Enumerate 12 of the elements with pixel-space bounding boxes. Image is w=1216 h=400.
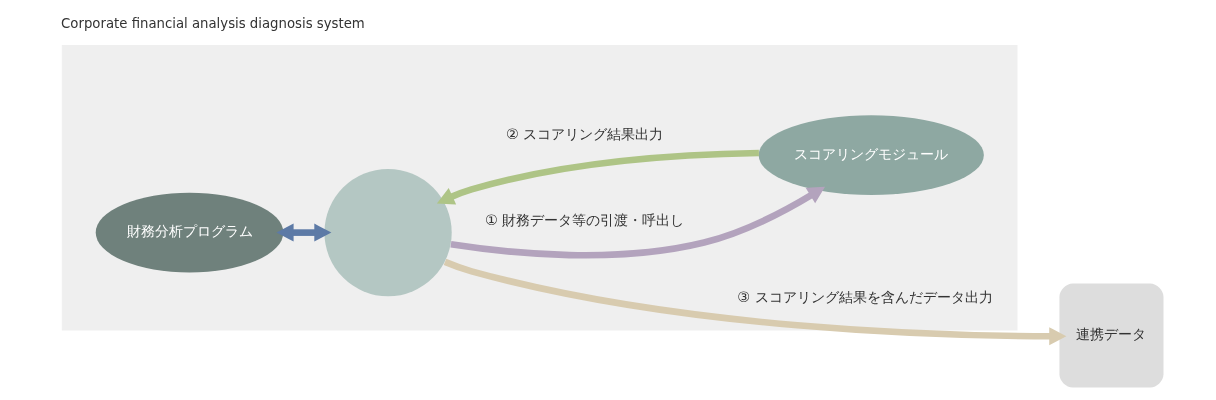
- diagram-title: Corporate financial analysis diagnosis system: [60, 15, 365, 31]
- node-box: 連携データ: [1058, 283, 1163, 388]
- arrow: [276, 223, 331, 242]
- arrow: [436, 149, 759, 204]
- arrow: [449, 186, 825, 259]
- edge-label: ③ スコアリング結果を含んだデータ出力: [736, 288, 993, 305]
- edge-label: ① 財務データ等の引渡・呼出し: [484, 211, 684, 228]
- node-ellipse: スコアリングモジュール: [758, 114, 984, 195]
- node-ellipse: 財務分析プログラム: [95, 192, 283, 272]
- arrow: [443, 258, 1066, 345]
- edge-label: ② スコアリング結果出力: [505, 125, 663, 142]
- node-circle: [323, 168, 452, 296]
